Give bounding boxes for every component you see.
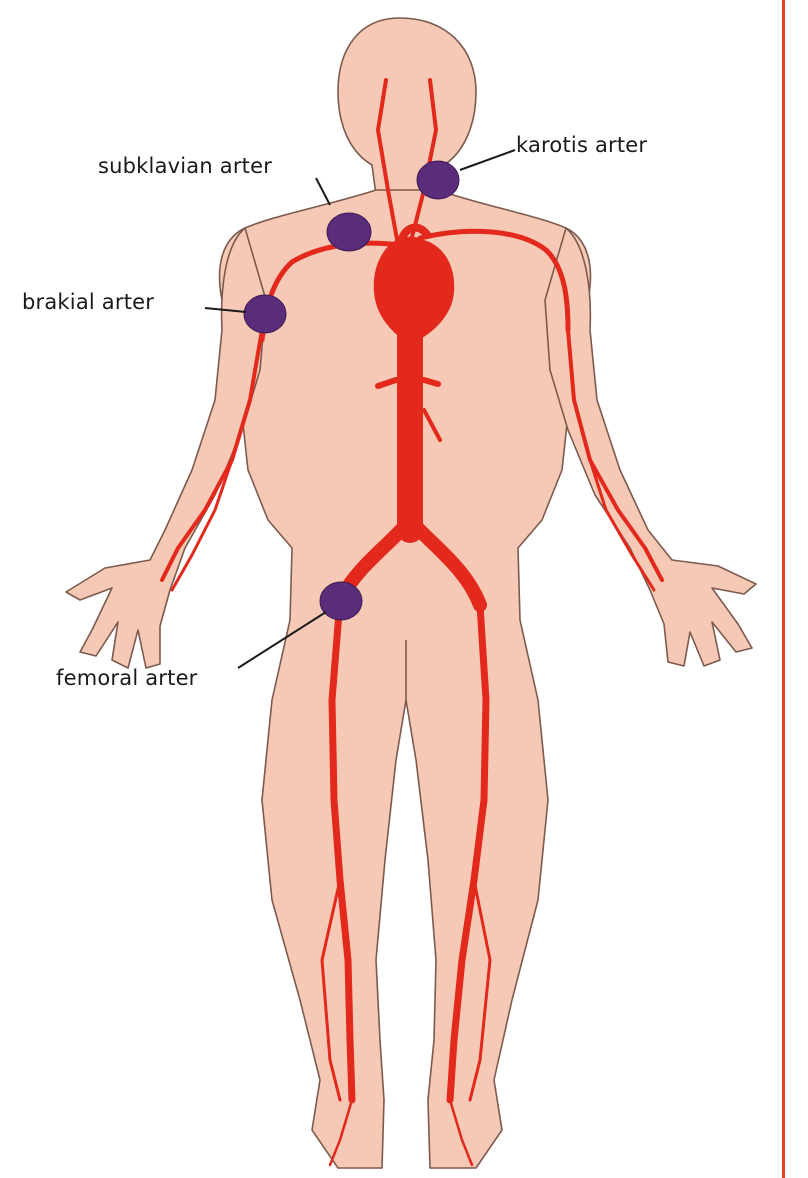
leader-line-carotid [460, 150, 515, 170]
renal-artery-right [424, 380, 438, 384]
label-brachial-artery: brakial arter [22, 290, 154, 314]
pulse-marker-subclavian [327, 213, 371, 251]
pulse-marker-carotid [417, 161, 459, 199]
label-femoral-artery: femoral arter [56, 666, 198, 690]
label-carotid-artery: karotis arter [516, 133, 647, 157]
label-subclavian-artery: subklavian arter [98, 154, 272, 178]
body-silhouette [66, 18, 756, 1168]
right-arm [545, 228, 756, 666]
pulse-marker-femoral [320, 582, 362, 620]
leader-line-subclavian [316, 178, 330, 205]
frame-border-right [782, 0, 785, 1178]
pulse-marker-brachial [244, 295, 286, 333]
